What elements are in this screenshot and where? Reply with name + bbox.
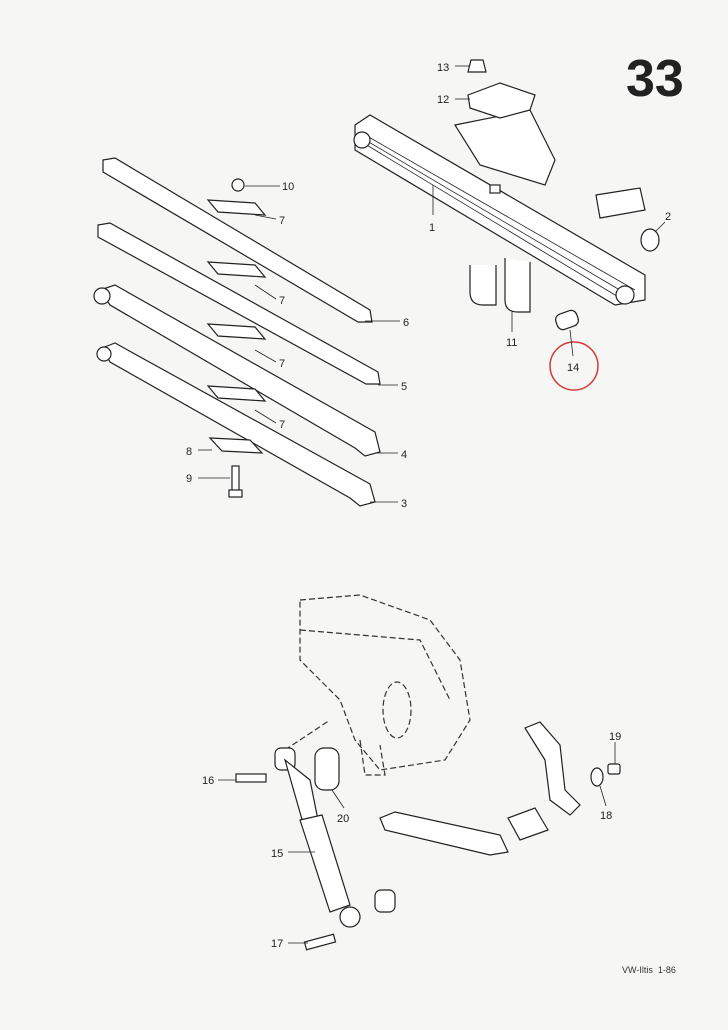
label-14: 14: [567, 362, 579, 374]
washer-18: [590, 767, 604, 787]
nut-10: [231, 178, 245, 192]
link-arm: [507, 721, 581, 841]
spring-pads: [206, 199, 267, 454]
leaf-spring-4: [93, 284, 381, 457]
label-7: 7: [279, 419, 285, 431]
label-4: 4: [401, 449, 407, 461]
bushing: [374, 889, 396, 913]
label-9: 9: [186, 473, 192, 485]
leader-lines: [198, 65, 666, 944]
bolt-16: [235, 773, 267, 783]
trailing-arm: [379, 811, 509, 856]
nut-13: [467, 59, 487, 73]
label-18: 18: [600, 810, 612, 822]
axle-frame-dashed: [284, 594, 471, 776]
label-1: 1: [429, 222, 435, 234]
label-12: 12: [437, 94, 449, 106]
label-5: 5: [401, 381, 407, 393]
bump-stop-20: [314, 747, 340, 791]
label-7: 7: [279, 358, 285, 370]
leaf-spring-6: [102, 157, 373, 323]
shock-absorber-15: [274, 747, 361, 928]
label-2: 2: [665, 211, 671, 223]
label-6: 6: [403, 317, 409, 329]
leaf-spring-5: [97, 222, 381, 385]
label-20: 20: [337, 813, 349, 825]
nut-19: [607, 763, 621, 775]
page-number: 33: [626, 50, 684, 108]
label-17: 17: [271, 938, 283, 950]
label-15: 15: [271, 848, 283, 860]
label-10: 10: [282, 181, 294, 193]
label-8: 8: [186, 446, 192, 458]
highlight-circle: [549, 341, 599, 391]
label-19: 19: [609, 731, 621, 743]
u-bolts-11: [469, 258, 531, 313]
bolt-9: [228, 465, 243, 498]
footer-reference: VW-Iltis 1-86: [622, 965, 676, 975]
leaf-spring-3: [96, 342, 376, 507]
label-7: 7: [279, 215, 285, 227]
leaf-spring-assembly-1: [353, 109, 646, 306]
bushing-14: [555, 309, 579, 331]
bolt-17: [303, 933, 337, 951]
label-7: 7: [279, 295, 285, 307]
label-13: 13: [437, 62, 449, 74]
bump-stop-2: [595, 187, 660, 252]
label-11: 11: [506, 337, 517, 349]
label-16: 16: [202, 775, 214, 787]
label-3: 3: [401, 498, 407, 510]
bracket-12: [467, 82, 536, 119]
